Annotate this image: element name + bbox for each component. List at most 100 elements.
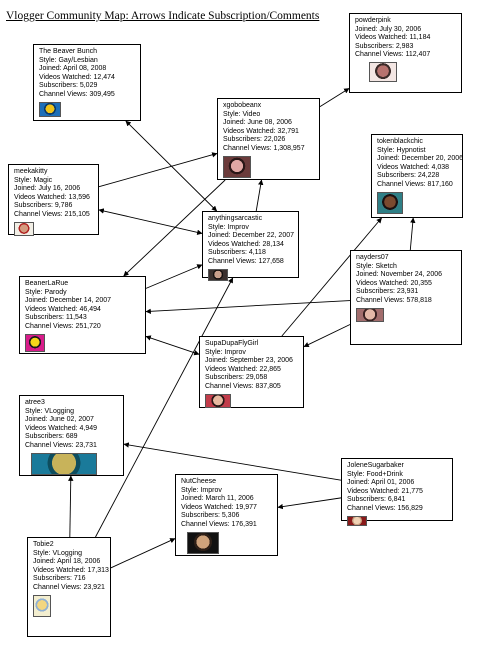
node-views: Channel Views: 176,391 (181, 520, 257, 528)
node-name: tokenblackchic (377, 138, 423, 145)
arrow-nayders-to-supa (303, 324, 351, 348)
node-videos: Videos Watched: 46,494 (25, 305, 101, 313)
node-views: Channel Views: 215,105 (14, 210, 90, 218)
arrow-jolene-to-nut (277, 497, 342, 510)
arrow-tobie-to-anything (95, 277, 234, 538)
arrow-anything-to-xgobo (255, 179, 264, 212)
node-style: Style: Video (223, 110, 261, 118)
node-style: Style: Parody (25, 288, 67, 296)
node-xgobobeanx: xgobobeanx Style: Video Joined: June 08,… (217, 98, 320, 180)
node-name: anythingsarcastic (208, 215, 263, 222)
node-tokenblackchic: tokenblackchic Style: Hypnotist Joined: … (371, 134, 463, 218)
arrow-nayders-to-token (409, 217, 416, 251)
node-videos: Videos Watched: 20,355 (356, 279, 432, 287)
node-subscribers: Subscribers: 29,058 (205, 374, 268, 382)
avatar-image (347, 515, 367, 526)
node-videos: Videos Watched: 13,596 (14, 193, 90, 201)
node-subscribers: Subscribers: 6,841 (347, 496, 406, 504)
node-subscribers: Subscribers: 24,228 (377, 172, 440, 180)
avatar-image (223, 155, 251, 178)
arrow-nayders-to-beaner (145, 300, 351, 314)
node-style: Style: VLogging (25, 407, 75, 415)
avatar-image (208, 268, 228, 281)
node-nayders07: nayders07 Style: Sketch Joined: November… (350, 250, 462, 345)
node-subscribers: Subscribers: 689 (25, 433, 78, 441)
node-name: atree3 (25, 399, 45, 406)
node-name: Tobie2 (33, 541, 54, 548)
node-jolenesugarbaker: JoleneSugarbaker Style: Food+Drink Joine… (341, 458, 453, 526)
avatar-image (39, 101, 61, 117)
node-powderpink: powderpink Joined: July 30, 2006 Videos … (349, 13, 462, 93)
node-style: Style: Sketch (356, 262, 397, 270)
node-videos: Videos Watched: 12,474 (39, 73, 115, 81)
node-subscribers: Subscribers: 2,983 (355, 42, 414, 50)
node-joined: Joined: July 16, 2006 (14, 185, 81, 193)
node-style: Style: Gay/Lesbian (39, 56, 98, 64)
node-anythingsarcastic: anythingsarcastic Style: Improv Joined: … (202, 211, 299, 281)
node-atree3: atree3 Style: VLogging Joined: June 02, … (19, 395, 124, 476)
avatar-image (33, 594, 51, 617)
node-joined: Joined: June 02, 2007 (25, 416, 94, 424)
node-the-beaver-bunch: The Beaver Bunch Style: Gay/Lesbian Join… (33, 44, 141, 121)
node-videos: Videos Watched: 4,949 (25, 424, 97, 432)
node-joined: Joined: December 20, 2006 (377, 155, 463, 163)
node-style: Style: Food+Drink (347, 470, 403, 478)
node-subscribers: Subscribers: 9,786 (14, 202, 73, 210)
node-joined: Joined: December 14, 2007 (25, 297, 111, 305)
node-joined: Joined: June 08, 2006 (223, 119, 292, 127)
node-joined: Joined: July 30, 2006 (355, 25, 422, 33)
arrow-supa-to-token (281, 217, 382, 337)
arrow-xgobo-to-powderpink (319, 88, 350, 108)
node-subscribers: Subscribers: 23,931 (356, 288, 419, 296)
node-views: Channel Views: 1,308,957 (223, 144, 305, 152)
node-joined: Joined: April 18, 2006 (33, 558, 101, 566)
node-joined: Joined: September 23, 2006 (205, 357, 293, 365)
avatar-image (377, 191, 403, 214)
node-style: Style: Improv (208, 223, 249, 231)
node-meekakitty: meekakitty Style: Magic Joined: July 16,… (8, 164, 99, 236)
node-joined: Joined: November 24, 2006 (356, 271, 442, 279)
node-views: Channel Views: 23,731 (25, 441, 97, 449)
avatar-image (356, 307, 384, 322)
avatar-image (205, 393, 231, 408)
avatar-image (369, 61, 397, 82)
node-joined: Joined: December 22, 2007 (208, 232, 294, 240)
arrow-beaner-to-anything (145, 264, 203, 289)
node-subscribers: Subscribers: 5,029 (39, 82, 98, 90)
node-views: Channel Views: 156,829 (347, 504, 423, 512)
node-subscribers: Subscribers: 22,026 (223, 136, 286, 144)
node-views: Channel Views: 578,818 (356, 296, 432, 304)
arrow-tobie-to-atree (68, 475, 74, 538)
node-joined: Joined: March 11, 2006 (181, 495, 254, 503)
node-views: Channel Views: 112,407 (355, 51, 431, 59)
node-name: xgobobeanx (223, 102, 262, 109)
node-views: Channel Views: 127,658 (208, 257, 284, 265)
node-videos: Videos Watched: 21,775 (347, 487, 423, 495)
node-style: Style: VLogging (33, 549, 83, 557)
node-name: BeanerLaRue (25, 280, 69, 287)
node-joined: Joined: April 08, 2008 (39, 65, 107, 73)
node-name: JoleneSugarbaker (347, 462, 404, 469)
node-views: Channel Views: 837,805 (205, 382, 281, 390)
node-views: Channel Views: 817,160 (377, 180, 453, 188)
node-name: NutCheese (181, 478, 217, 485)
node-subscribers: Subscribers: 5,306 (181, 512, 240, 520)
node-supadupaflygirl: SupaDupaFlyGirl Style: Improv Joined: Se… (199, 336, 304, 408)
node-subscribers: Subscribers: 4,118 (208, 249, 266, 257)
node-views: Channel Views: 251,720 (25, 322, 101, 330)
node-videos: Videos Watched: 17,313 (33, 566, 109, 574)
node-style: Style: Improv (205, 348, 246, 356)
node-views: Channel Views: 23,921 (33, 583, 105, 591)
node-videos: Videos Watched: 32,791 (223, 127, 299, 135)
node-name: SupaDupaFlyGirl (205, 340, 259, 347)
node-style: Style: Improv (181, 486, 222, 494)
node-videos: Videos Watched: 28,134 (208, 240, 284, 248)
avatar-image (31, 452, 97, 475)
node-joined: Joined: April 01, 2006 (347, 479, 415, 487)
node-videos: Videos Watched: 22,865 (205, 365, 281, 373)
avatar-image (14, 221, 34, 236)
node-name: The Beaver Bunch (39, 48, 97, 55)
node-name: powderpink (355, 17, 391, 24)
node-name: nayders07 (356, 254, 389, 261)
